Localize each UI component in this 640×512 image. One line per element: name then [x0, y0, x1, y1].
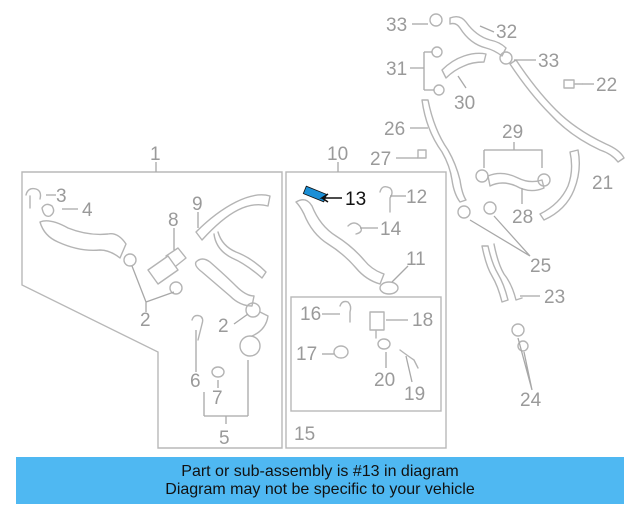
label-2a: 2 [140, 310, 151, 331]
clamp-part-2b [245, 302, 261, 318]
label-12: 12 [406, 187, 427, 208]
hose-part-28 [487, 172, 545, 192]
clip-part-12 [379, 185, 393, 213]
callout-labels: 1 3 4 8 9 2 2 6 7 5 10 13 12 14 11 16 18… [56, 15, 617, 449]
leader-lines [46, 23, 594, 424]
hose-part-32 [449, 15, 507, 57]
hose-part-30 [441, 52, 487, 79]
clamp-part-25 [457, 201, 497, 219]
label-9: 9 [192, 194, 203, 215]
label-20: 20 [374, 370, 395, 391]
clamp-part-31 [431, 46, 445, 96]
label-32: 32 [496, 22, 517, 43]
caption-line-2: Diagram may not be specific to your vehi… [165, 480, 475, 498]
elbow-part-5 [239, 311, 269, 357]
clamp-part-14 [347, 222, 363, 235]
bolt-part-22 [563, 79, 583, 89]
label-11: 11 [406, 249, 426, 270]
label-7: 7 [212, 388, 223, 409]
caption-banner: Part or sub-assembly is #13 in diagram D… [16, 457, 624, 504]
label-30: 30 [454, 93, 475, 114]
label-29: 29 [502, 122, 523, 143]
label-16: 16 [300, 304, 321, 325]
clamp-part-33b [499, 51, 513, 65]
hose-part-1c [194, 258, 255, 307]
parts-diagram: 1 3 4 8 9 2 2 6 7 5 10 13 12 14 11 16 18… [21, 13, 625, 449]
label-3: 3 [56, 186, 67, 207]
bolt-part-27 [417, 149, 427, 159]
clip-part-19 [399, 349, 419, 369]
caption-line-1: Part or sub-assembly is #13 in diagram [181, 462, 459, 480]
hose-part-1 [39, 220, 127, 259]
sensor-part-18 [369, 311, 385, 339]
label-10: 10 [327, 144, 348, 165]
oring-part-20 [377, 338, 391, 350]
label-15: 15 [294, 424, 315, 445]
label-21: 21 [592, 173, 613, 194]
group-box-1 [21, 171, 283, 449]
pipe-part-21 [509, 59, 625, 221]
label-4: 4 [82, 200, 93, 221]
group-box-10 [285, 171, 447, 449]
label-27: 27 [370, 149, 391, 170]
hose-part-9 [195, 194, 271, 241]
clip-part-16 [339, 300, 352, 323]
pipe-part-1b [213, 231, 267, 279]
label-5: 5 [219, 428, 230, 449]
part-13-leader [319, 193, 342, 203]
label-33a: 33 [386, 15, 407, 36]
hose-part-10 [295, 199, 385, 285]
pipe-part-23 [481, 243, 523, 303]
label-17: 17 [296, 344, 317, 365]
oring-part-7 [211, 366, 225, 378]
clamp-part-24 [511, 323, 529, 352]
label-22: 22 [596, 75, 617, 96]
label-24: 24 [520, 390, 542, 411]
label-6: 6 [190, 371, 201, 392]
clip-part-6 [191, 314, 204, 341]
fitting-part-8 [147, 247, 187, 285]
clamp-part-4 [41, 203, 55, 218]
label-1: 1 [150, 144, 161, 165]
label-33b: 33 [538, 51, 559, 72]
clamp-part-33a [429, 13, 443, 27]
label-23: 23 [544, 287, 565, 308]
label-25: 25 [530, 256, 551, 277]
clip-part-3 [25, 187, 42, 209]
clamp-part-29 [475, 169, 551, 187]
label-13: 13 [345, 189, 366, 210]
label-14: 14 [380, 219, 402, 240]
label-31: 31 [386, 59, 407, 80]
label-26: 26 [384, 119, 405, 140]
ring-part-11 [379, 281, 399, 295]
label-8: 8 [168, 210, 179, 231]
label-2b: 2 [218, 316, 229, 337]
group-box-15 [290, 296, 442, 412]
label-19: 19 [404, 384, 425, 405]
label-28: 28 [512, 207, 533, 228]
plug-part-17 [333, 345, 349, 359]
pipe-part-26 [421, 99, 467, 203]
label-18: 18 [412, 310, 433, 331]
